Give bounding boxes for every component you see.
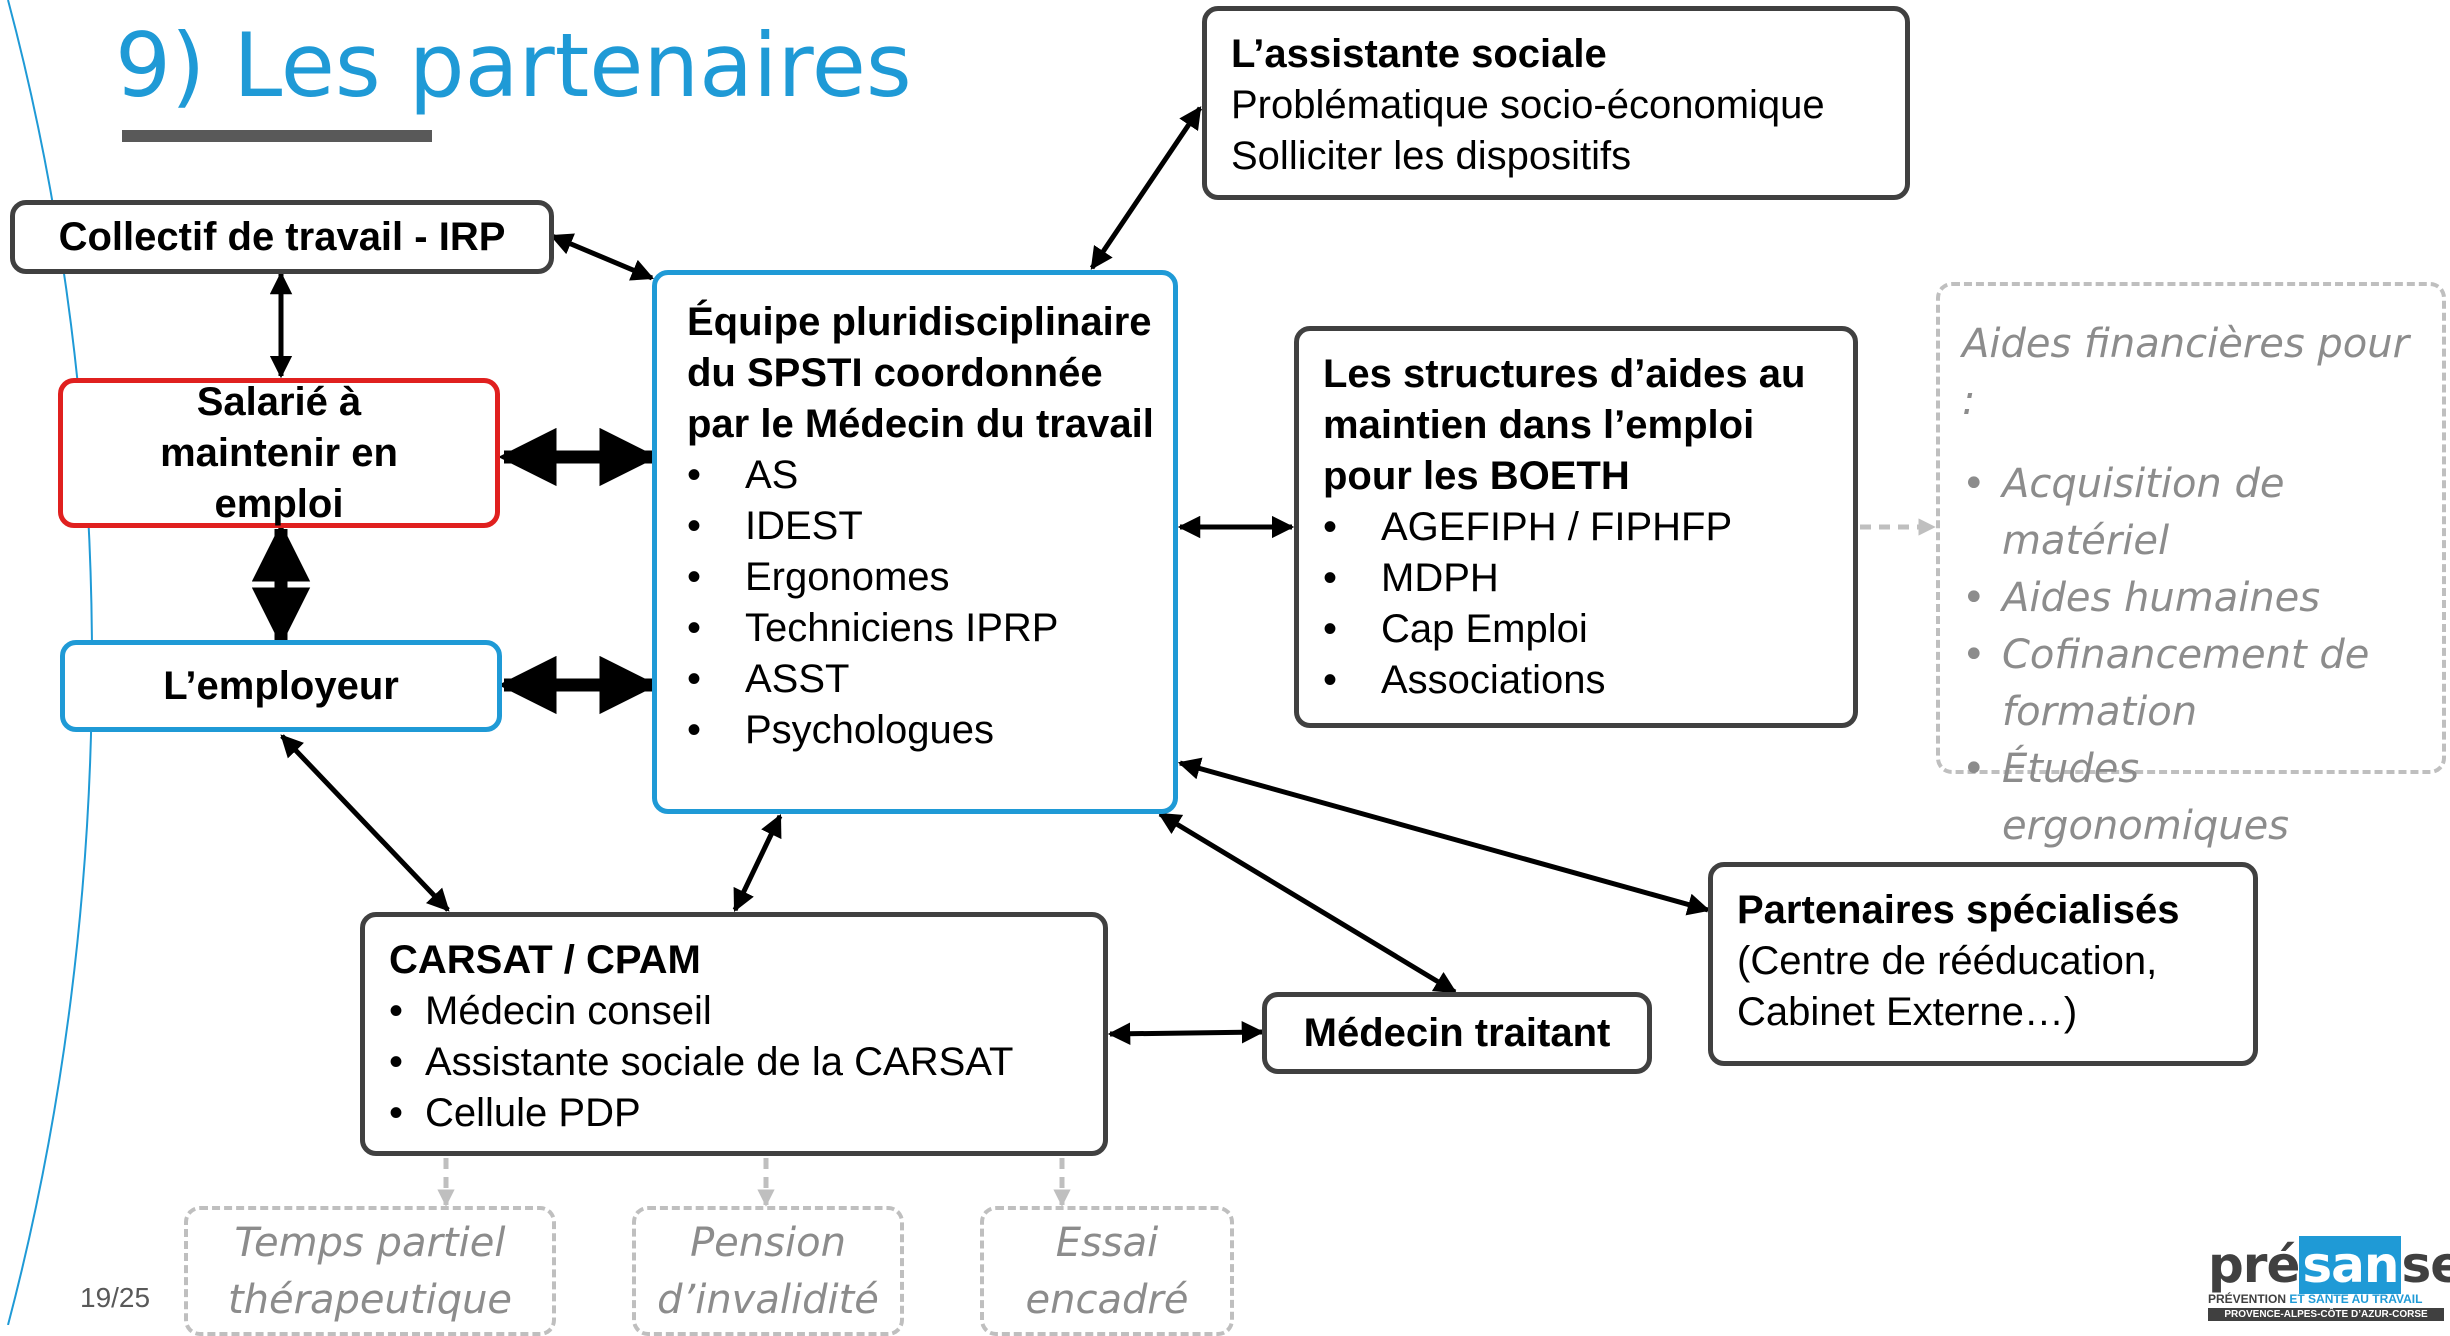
node-collectif: Collectif de travail - IRP [10,200,554,274]
node-employeur: L’employeur [60,640,502,732]
list-item: MDPH [1323,553,1843,604]
logo-tagline: PRÉVENTION ET SANTÉ AU TRAVAIL [2208,1292,2423,1306]
arrow-equipe-carsat [732,813,783,913]
list-item: Acquisition de matériel [1962,456,2434,570]
node-salarie: Salarié à maintenir en emploi [58,378,500,528]
list-item: Techniciens IPRP [687,603,1163,654]
node-equipe: Équipe pluridisciplinaire du SPSTI coord… [652,270,1178,814]
list-item: Psychologues [687,705,1163,756]
node-specialises: Partenaires spécialisés (Centre de réédu… [1708,862,2258,1066]
logo-wordmark: présanse [2208,1236,2450,1294]
arrow-equipe-specialises [1177,757,1711,916]
arrow-carsat-medecin [1107,1021,1265,1045]
node-carsat-heading: CARSAT / CPAM [389,938,701,982]
page-title: 9) Les partenaires [115,14,912,117]
page-number: 19/25 [80,1282,151,1313]
node-specialises-line: (Centre de rééducation, [1737,939,2158,983]
node-assistante-line: Solliciter les dispositifs [1231,134,1632,178]
node-equipe-list: AS IDEST Ergonomes Techniciens IPRP ASST… [687,450,1163,756]
list-item: AGEFIPH / FIPHFP [1323,502,1843,553]
node-aides: Aides financières pour : Acquisition de … [1936,282,2446,849]
node-medecin-traitant: Médecin traitant [1262,992,1652,1074]
node-structures: Les structures d’aides au maintien dans … [1294,326,1858,728]
list-item: Médecin conseil [389,986,1093,1037]
outcome-essai-label: Essai encadré [1025,1220,1189,1323]
list-item: Cofinancement de formation [1962,627,2434,741]
list-item: Aides humaines [1962,570,2434,627]
list-item: Assistante sociale de la CARSAT [389,1037,1093,1088]
node-salarie-label: Salarié à maintenir en emploi [160,379,398,526]
node-equipe-heading: Équipe pluridisciplinaire du SPSTI coord… [687,300,1154,446]
arrow-employeur-carsat [280,734,450,912]
list-item: Études ergonomiques [1962,741,2434,855]
node-employeur-label: L’employeur [163,663,399,708]
node-aides-heading: Aides financières pour : [1962,321,2410,424]
outcome-temps-partiel-label: Temps partiel thérapeutique [227,1220,513,1323]
node-collectif-label: Collectif de travail - IRP [58,214,506,259]
outcome-pension: Pension d’invalidité [632,1206,904,1336]
node-specialises-heading: Partenaires spécialisés [1737,888,2180,932]
list-item: Associations [1323,655,1843,706]
node-structures-heading: Les structures d’aides au maintien dans … [1323,352,1806,498]
title-underline [122,130,432,142]
outcome-essai: Essai encadré [980,1206,1234,1336]
node-medecin-traitant-label: Médecin traitant [1303,1010,1611,1055]
node-assistante: L’assistante sociale Problématique socio… [1202,6,1910,200]
list-item: AS [687,450,1163,501]
arrow-collectif-equipe [549,233,655,281]
node-aides-list: Acquisition de matériel Aides humaines C… [1962,456,2434,855]
node-carsat: CARSAT / CPAM Médecin conseil Assistante… [360,912,1108,1156]
list-item: Cap Emploi [1323,604,1843,655]
arrow-equipe-medecin [1158,811,1457,995]
node-assistante-heading: L’assistante sociale [1231,32,1607,76]
node-carsat-list: Médecin conseil Assistante sociale de la… [389,986,1093,1139]
node-assistante-line: Problématique socio-économique [1231,83,1825,127]
arrow-assistante-equipe [1089,106,1203,270]
list-item: Cellule PDP [389,1088,1093,1139]
outcome-temps-partiel: Temps partiel thérapeutique [184,1206,556,1336]
list-item: IDEST [687,501,1163,552]
node-structures-list: AGEFIPH / FIPHFP MDPH Cap Emploi Associa… [1323,502,1843,706]
list-item: ASST [687,654,1163,705]
outcome-pension-label: Pension d’invalidité [657,1220,879,1323]
node-specialises-line: Cabinet Externe…) [1737,990,2078,1034]
list-item: Ergonomes [687,552,1163,603]
presanse-logo: présanse PRÉVENTION ET SANTÉ AU TRAVAIL … [2208,1236,2450,1324]
logo-region: PROVENCE-ALPES-CÔTE D’AZUR-CORSE [2208,1308,2444,1321]
